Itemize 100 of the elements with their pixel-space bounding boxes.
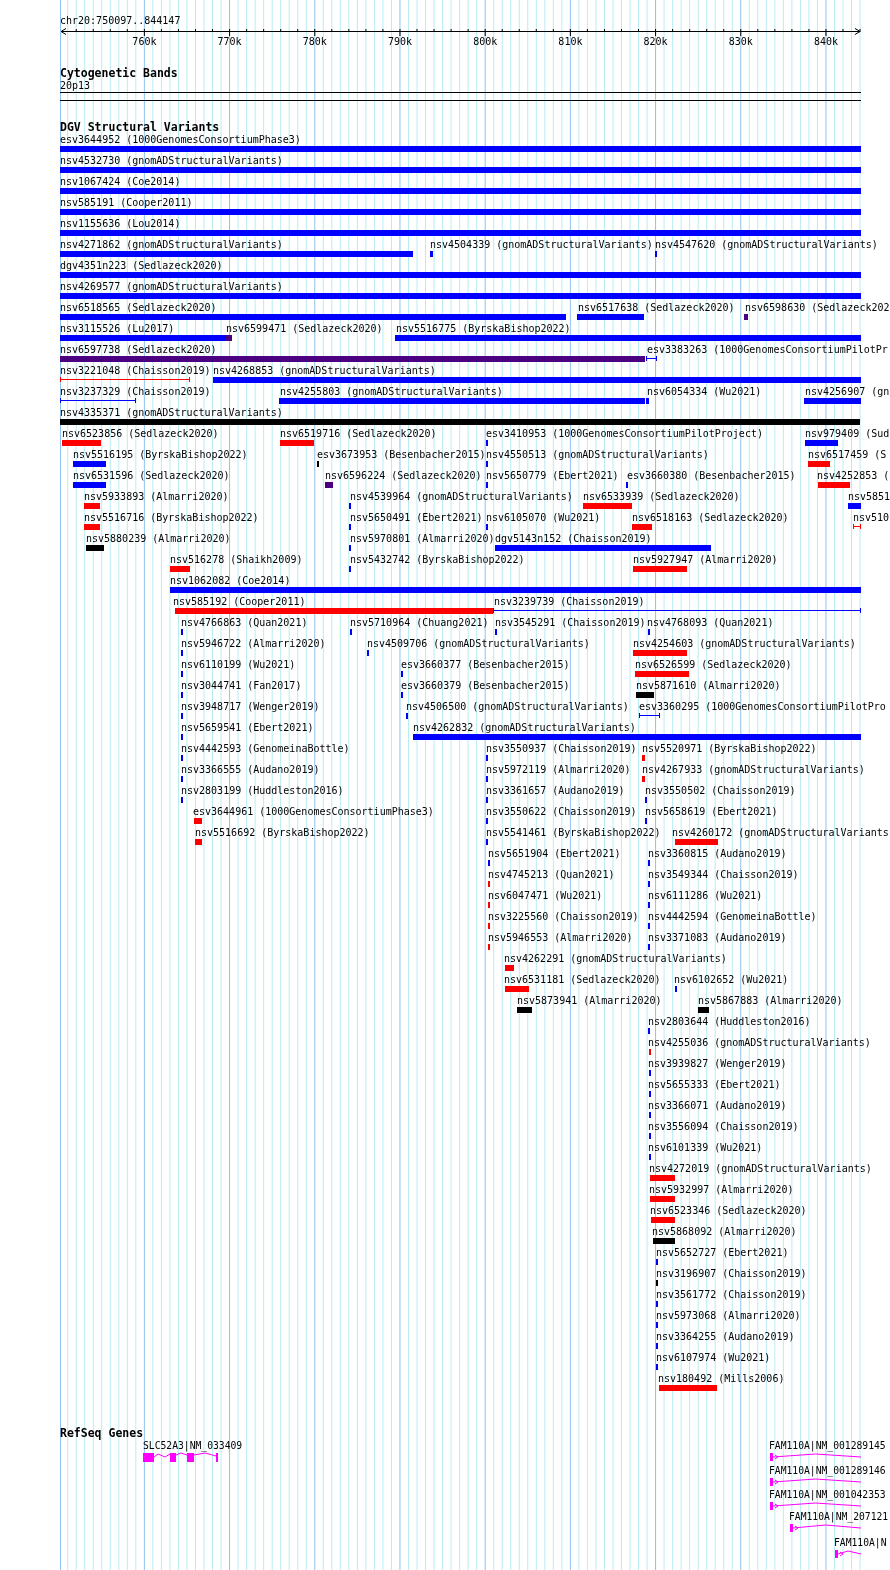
variant-label: nsv5652727 (Ebert2021) bbox=[656, 1247, 789, 1258]
variant-label: nsv5516692 (ByrskaBishop2022) bbox=[195, 827, 370, 838]
variant-label: nsv6523856 (Sedlazeck2020) bbox=[62, 428, 219, 439]
variant-label: esv3644952 (1000GenomesConsortiumPhase3) bbox=[60, 134, 301, 145]
variant-label: nsv5933893 (Almarri2020) bbox=[84, 491, 229, 502]
variant-label: nsv3561772 (Chaisson2019) bbox=[656, 1289, 807, 1300]
tick-label: 820k bbox=[643, 36, 668, 47]
variant-label: nsv6110199 (Wu2021) bbox=[181, 659, 296, 670]
variant-label: nsv6518565 (Sedlazeck2020) bbox=[60, 302, 217, 313]
variant-label: nsv3939827 (Wenger2019) bbox=[648, 1058, 787, 1069]
variant-label: nsv4745213 (Quan2021) bbox=[488, 869, 615, 880]
gene-label: FAM110A|N bbox=[834, 1537, 887, 1548]
variant-label: nsv5655333 (Ebert2021) bbox=[648, 1079, 781, 1090]
variant-label: nsv5651904 (Ebert2021) bbox=[488, 848, 621, 859]
variant-label: nsv3115526 (Lu2017) bbox=[60, 323, 175, 334]
coordinate-label: chr20:750097..844147 bbox=[60, 15, 181, 26]
variant-label: nsv4547620 (gnomADStructuralVariants) bbox=[655, 239, 878, 250]
variant-label: dgv4351n223 (Sedlazeck2020) bbox=[60, 260, 223, 271]
variant-label: nsv6526599 (Sedlazeck2020) bbox=[635, 659, 792, 670]
variant-label: nsv3364255 (Audano2019) bbox=[656, 1331, 795, 1342]
variant-label: esv3410953 (1000GenomesConsortiumPilotProject) bbox=[486, 428, 763, 439]
variant-label: nsv4442594 (GenomeinaBottle) bbox=[648, 911, 817, 922]
variant-label: esv3660380 (Besenbacher2015) bbox=[627, 470, 796, 481]
tick-label: 790k bbox=[387, 36, 413, 47]
variant-label: nsv6518163 (Sedlazeck2020) bbox=[632, 512, 789, 523]
variant-label: nsv5970801 (Almarri2020) bbox=[350, 533, 495, 544]
variant-label: nsv3550502 (Chaisson2019) bbox=[645, 785, 796, 796]
variant-label: esv3644961 (1000GenomesConsortiumPhase3) bbox=[193, 806, 434, 817]
tick-label: 840k bbox=[813, 36, 839, 47]
gene-label: FAM110A|NM_001289146 bbox=[769, 1465, 886, 1476]
tick-label: 830k bbox=[728, 36, 753, 47]
variant-label: nsv5432742 (ByrskaBishop2022) bbox=[350, 554, 525, 565]
variant-label: nsv3948717 (Wenger2019) bbox=[181, 701, 320, 712]
variant-label: nsv5932997 (Almarri2020) bbox=[649, 1184, 794, 1195]
variant-label: nsv6533939 (Sedlazeck2020) bbox=[583, 491, 740, 502]
variant-label: nsv6531181 (Sedlazeck2020) bbox=[504, 974, 661, 985]
variant-label: nsv5868092 (Almarri2020) bbox=[652, 1226, 797, 1237]
variant-label: nsv510 bbox=[853, 512, 890, 523]
variant-label: nsv4262291 (gnomADStructuralVariants) bbox=[504, 953, 727, 964]
variant-label: nsv5516716 (ByrskaBishop2022) bbox=[84, 512, 259, 523]
variant-label: nsv5541461 (ByrskaBishop2022) bbox=[486, 827, 661, 838]
variant-label: nsv585192 (Cooper2011) bbox=[173, 596, 306, 607]
variant-label: nsv5851 bbox=[848, 491, 890, 502]
variant-label: nsv6519716 (Sedlazeck2020) bbox=[280, 428, 437, 439]
variant-label: nsv4506500 (gnomADStructuralVariants) bbox=[406, 701, 629, 712]
variant-label: nsv4272019 (gnomADStructuralVariants) bbox=[649, 1163, 872, 1174]
variant-label: nsv5946722 (Almarri2020) bbox=[181, 638, 326, 649]
variant-label: nsv3366071 (Audano2019) bbox=[648, 1100, 787, 1111]
variant-label: nsv4269577 (gnomADStructuralVariants) bbox=[60, 281, 283, 292]
variant-label: nsv3545291 (Chaisson2019) bbox=[495, 617, 646, 628]
variant-label: nsv5972119 (Almarri2020) bbox=[486, 764, 631, 775]
variant-label: nsv5650779 (Ebert2021) bbox=[486, 470, 619, 481]
variant-label: nsv3549344 (Chaisson2019) bbox=[648, 869, 799, 880]
track-title: Cytogenetic Bands bbox=[60, 67, 178, 79]
variant-label: nsv6101339 (Wu2021) bbox=[648, 1142, 763, 1153]
variant-label: nsv4268853 (gnomADStructuralVariants) bbox=[213, 365, 436, 376]
tick-label: 780k bbox=[302, 36, 327, 47]
variant-label: nsv2803644 (Huddleston2016) bbox=[648, 1016, 811, 1027]
variant-label: nsv4509706 (gnomADStructuralVariants) bbox=[367, 638, 590, 649]
variant-label: nsv3550622 (Chaisson2019) bbox=[486, 806, 637, 817]
variant-label: nsv5516775 (ByrskaBishop2022) bbox=[396, 323, 571, 334]
variant-label: nsv4252853 ( bbox=[817, 470, 890, 481]
variant-label: nsv5927947 (Almarri2020) bbox=[633, 554, 778, 565]
variant-label: nsv4442593 (GenomeinaBottle) bbox=[181, 743, 350, 754]
variant-label: nsv3225560 (Chaisson2019) bbox=[488, 911, 639, 922]
variant-label: nsv4504339 (gnomADStructuralVariants) bbox=[430, 239, 653, 250]
variant-label: nsv180492 (Mills2006) bbox=[658, 1373, 785, 1384]
variant-label: nsv4255036 (gnomADStructuralVariants) bbox=[648, 1037, 871, 1048]
variant-label: nsv6047471 (Wu2021) bbox=[488, 890, 603, 901]
variant-label: nsv5710964 (Chuang2021) bbox=[350, 617, 489, 628]
variant-label: nsv5873941 (Almarri2020) bbox=[517, 995, 662, 1006]
variant-label: nsv6523346 (Sedlazeck2020) bbox=[650, 1205, 807, 1216]
variant-label: nsv6517459 (S bbox=[808, 449, 887, 460]
variant-label: nsv1155636 (Lou2014) bbox=[60, 218, 181, 229]
variant-label: nsv1067424 (Coe2014) bbox=[60, 176, 181, 187]
variant-label: nsv4267933 (gnomADStructuralVariants) bbox=[642, 764, 865, 775]
variant-label: dgv5143n152 (Chaisson2019) bbox=[495, 533, 652, 544]
gene-label: FAM110A|NM_001042353 bbox=[769, 1489, 886, 1500]
track-title: DGV Structural Variants bbox=[60, 121, 220, 133]
variant-label: nsv4532730 (gnomADStructuralVariants) bbox=[60, 155, 283, 166]
variant-label: nsv6102652 (Wu2021) bbox=[674, 974, 789, 985]
variant-label: nsv4766863 (Quan2021) bbox=[181, 617, 308, 628]
variant-label: nsv4539964 (gnomADStructuralVariants) bbox=[350, 491, 573, 502]
variant-label: nsv4768093 (Quan2021) bbox=[647, 617, 774, 628]
variant-label: nsv4254603 (gnomADStructuralVariants) bbox=[633, 638, 856, 649]
variant-label: nsv3550937 (Chaisson2019) bbox=[486, 743, 637, 754]
variant-label: nsv5659541 (Ebert2021) bbox=[181, 722, 314, 733]
variant-label: nsv6105070 (Wu2021) bbox=[486, 512, 601, 523]
gene-label: SLC52A3|NM_033409 bbox=[143, 1440, 243, 1451]
tick-label: 760k bbox=[132, 36, 157, 47]
variant-label: nsv3239739 (Chaisson2019) bbox=[494, 596, 645, 607]
variant-label: nsv4550513 (gnomADStructuralVariants) bbox=[486, 449, 709, 460]
variant-label: nsv2803199 (Huddleston2016) bbox=[181, 785, 344, 796]
variant-label: nsv6599471 (Sedlazeck2020) bbox=[226, 323, 383, 334]
variant-label: esv3660377 (Besenbacher2015) bbox=[401, 659, 570, 670]
variant-label: nsv6597738 (Sedlazeck2020) bbox=[60, 344, 217, 355]
variant-label: nsv3044741 (Fan2017) bbox=[181, 680, 302, 691]
variant-label: nsv4260172 (gnomADStructuralVariants bbox=[672, 827, 889, 838]
variant-label: nsv4256907 (gn bbox=[805, 386, 890, 397]
variant-label: nsv6517638 (Sedlazeck2020) bbox=[578, 302, 735, 313]
